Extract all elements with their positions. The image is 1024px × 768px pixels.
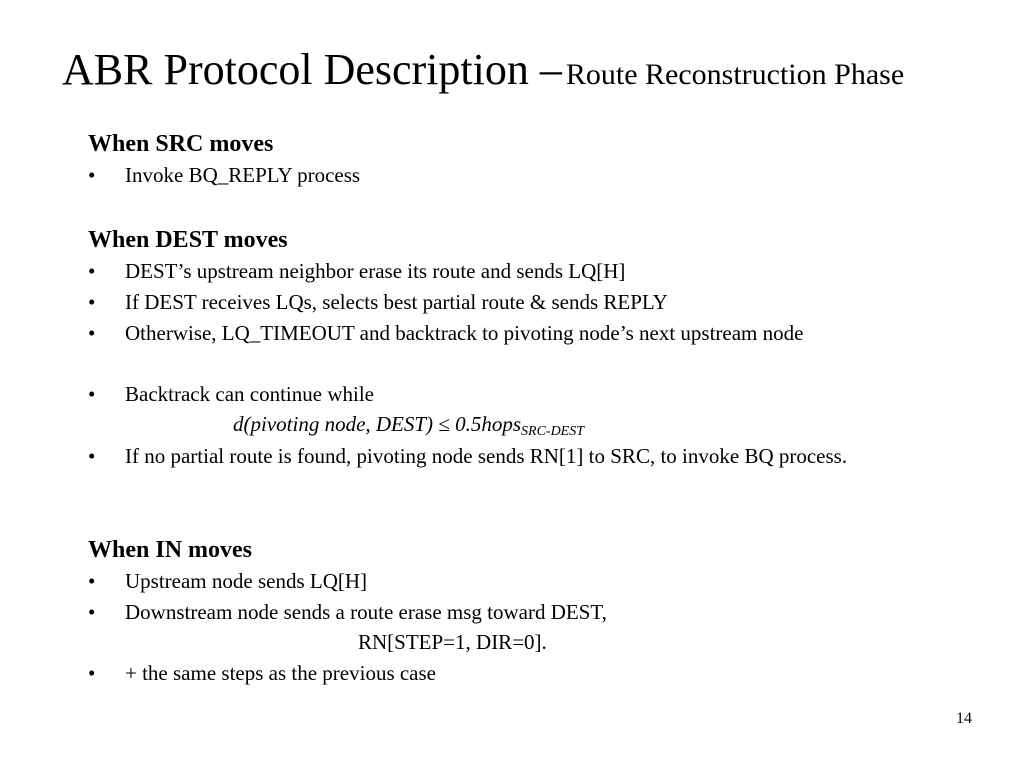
bullet-point: • <box>88 321 96 345</box>
title-main: ABR Protocol Description – <box>62 45 562 94</box>
bullet-text: Otherwise, LQ_TIMEOUT and backtrack to p… <box>125 321 804 345</box>
slide-title: ABR Protocol Description – Route Reconst… <box>62 48 904 92</box>
page-number: 14 <box>956 710 972 727</box>
bullet-dest-1: • DEST’s upstream neighbor erase its rou… <box>88 256 928 287</box>
bullet-point: • <box>88 444 96 468</box>
bullet-dest-3: • Otherwise, LQ_TIMEOUT and backtrack to… <box>88 318 928 349</box>
bullet-dest-5: • If no partial route is found, pivoting… <box>88 441 928 472</box>
bullet-point: • <box>88 569 96 593</box>
bullet-text: Invoke BQ_REPLY process <box>125 163 361 187</box>
bullet-point: • <box>88 163 96 187</box>
rn-step-line: RN[STEP=1, DIR=0]. <box>358 630 547 654</box>
backtrack-formula: d(pivoting node, DEST) ≤ 0.5hopsSRC-DEST <box>233 414 584 439</box>
bullet-text: DEST’s upstream neighbor erase its route… <box>125 259 626 283</box>
heading-src-moves: When SRC moves <box>88 131 274 157</box>
bullet-in-3: • + the same steps as the previous case <box>88 658 928 689</box>
bullet-point: • <box>88 382 96 406</box>
formula-subscript: SRC-DEST <box>521 424 585 439</box>
heading-dest-moves: When DEST moves <box>88 227 288 253</box>
bullet-in-2: • Downstream node sends a route erase ms… <box>88 597 928 628</box>
bullet-dest-4: • Backtrack can continue while <box>88 379 928 410</box>
bullet-point: • <box>88 661 96 685</box>
bullet-dest-2: • If DEST receives LQs, selects best par… <box>88 287 928 318</box>
formula-main: d(pivoting node, DEST) ≤ 0.5hops <box>233 412 522 436</box>
bullet-text: If no partial route is found, pivoting n… <box>125 444 848 468</box>
title-subtitle: Route Reconstruction Phase <box>565 58 905 91</box>
bullet-text: Downstream node sends a route erase msg … <box>125 600 607 624</box>
bullet-text: If DEST receives LQs, selects best parti… <box>125 290 668 314</box>
bullet-text: Backtrack can continue while <box>125 382 374 406</box>
heading-in-moves: When IN moves <box>88 537 253 563</box>
bullet-point: • <box>88 259 96 283</box>
bullet-point: • <box>88 600 96 624</box>
bullet-in-1: • Upstream node sends LQ[H] <box>88 566 928 597</box>
bullet-point: • <box>88 290 96 314</box>
bullet-src-1: • Invoke BQ_REPLY process <box>88 160 928 191</box>
bullet-text: Upstream node sends LQ[H] <box>125 569 368 593</box>
bullet-text: + the same steps as the previous case <box>125 661 437 685</box>
